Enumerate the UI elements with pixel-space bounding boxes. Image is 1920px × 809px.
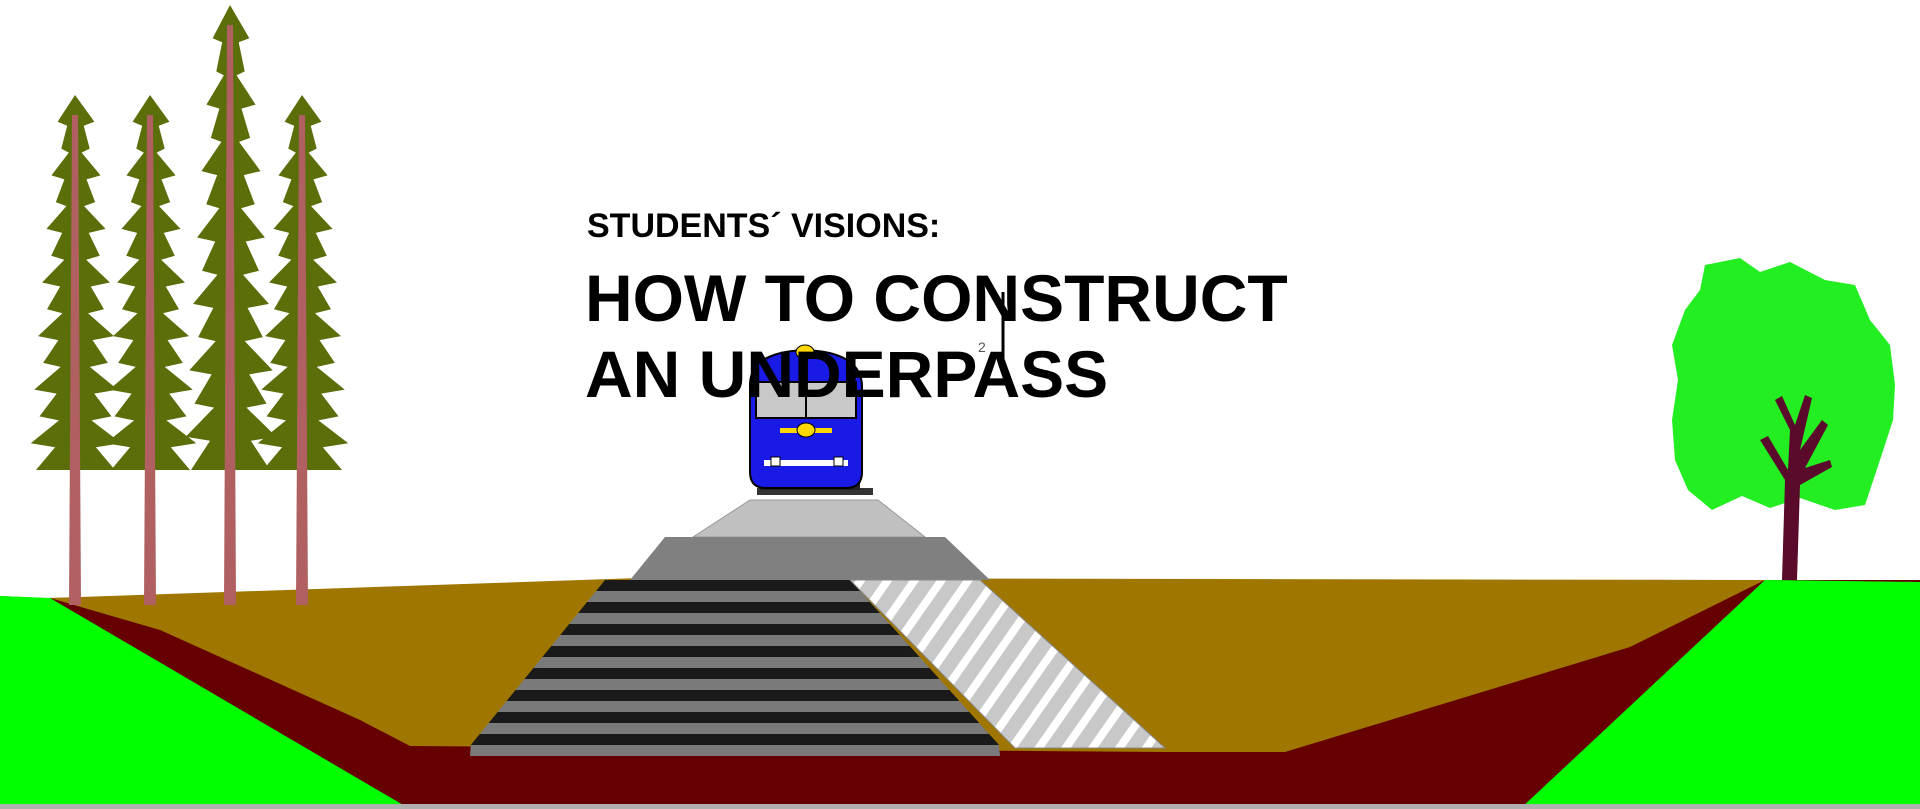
underpass-layers: [470, 580, 1000, 756]
title-line-2: AN UNDERPASS: [585, 337, 1109, 411]
embankment-mid-layer: [630, 537, 990, 580]
title-line-1: HOW TO CONSTRUCT: [585, 261, 1288, 335]
underpass-layer-stripe: [596, 580, 860, 591]
underpass-layer-stripe: [560, 624, 900, 635]
grass-right: [1520, 580, 1920, 809]
underpass-layer-stripe: [479, 723, 990, 734]
underpass-layer-stripe: [515, 679, 950, 690]
deciduous-tree-icon: [1672, 258, 1895, 580]
underpass-layer-stripe: [551, 635, 910, 646]
train-front-icon: 2: [749, 292, 1005, 495]
underpass-layer-stripe: [524, 668, 940, 679]
underpass-layer-stripe: [470, 734, 1000, 745]
underpass-layer-stripe: [569, 613, 890, 624]
underpass-layer-stripe: [587, 591, 870, 602]
header-subtitle: STUDENTS´ VISIONS:: [587, 207, 941, 245]
bottom-edge: [0, 804, 1920, 809]
grass-left: [0, 596, 410, 809]
underpass-layer-stripe: [497, 701, 970, 712]
embankment: [470, 499, 1167, 756]
underpass-layer-stripe: [488, 712, 980, 723]
conifer-tree-icon: [105, 95, 197, 605]
conifer-forest: [30, 5, 349, 605]
conifer-tree-icon: [185, 5, 277, 605]
underpass-layer-stripe: [533, 657, 930, 668]
conifer-tree-icon: [30, 95, 122, 605]
underpass-layer-stripe: [542, 646, 920, 657]
underpass-layer-stripe: [578, 602, 880, 613]
underpass-layer-stripe: [506, 690, 960, 701]
embankment-top-layer: [691, 499, 927, 538]
underpass-layer-stripe: [470, 745, 1000, 756]
underpass-hatched-wall: [848, 579, 1167, 749]
conifer-tree-icon: [257, 95, 349, 605]
svg-text:2: 2: [978, 339, 986, 355]
page-title: HOW TO CONSTRUCT AN UNDERPASS: [585, 260, 1288, 412]
